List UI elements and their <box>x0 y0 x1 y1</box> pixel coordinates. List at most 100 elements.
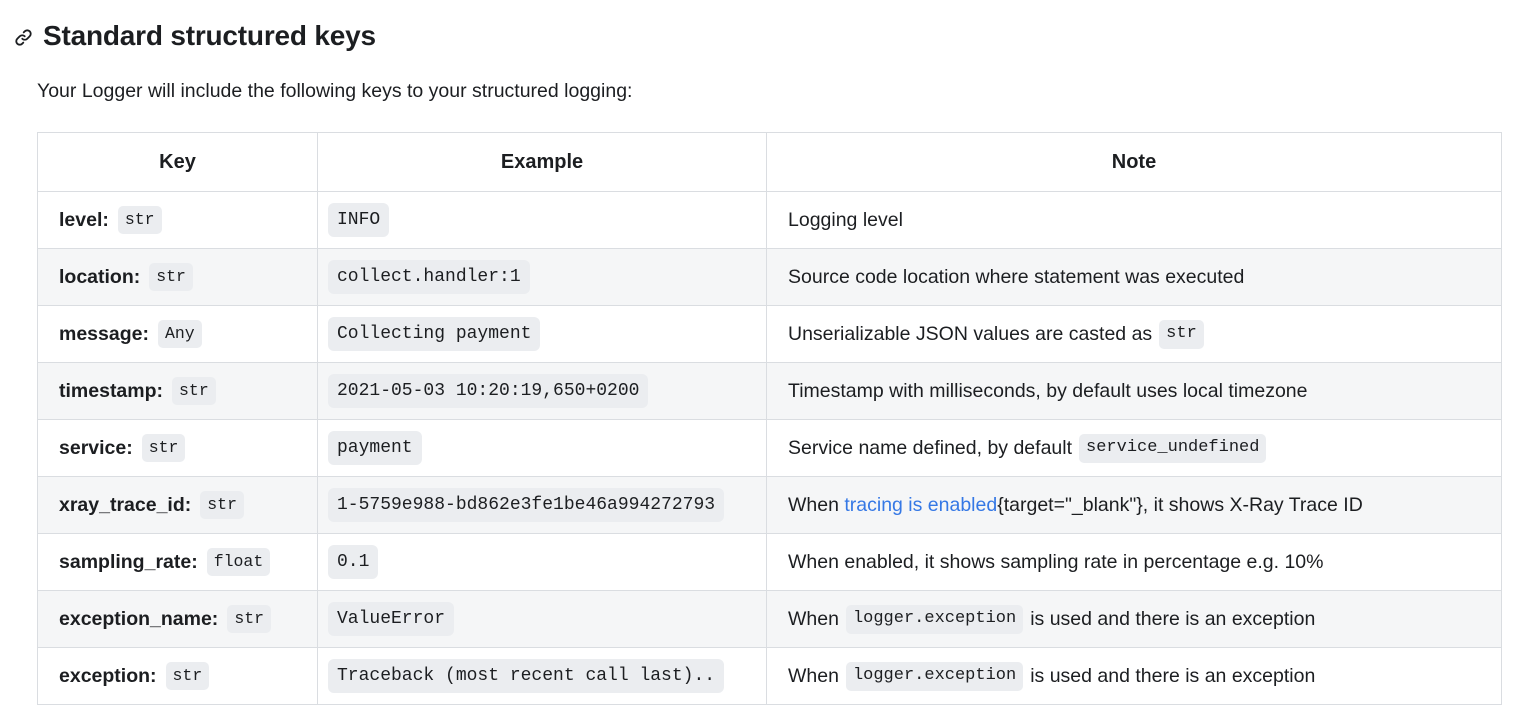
note-text: is used and there is an exception <box>1030 607 1316 630</box>
table-row: xray_trace_id: str 1-5759e988-bd862e3fe1be… <box>37 476 1502 535</box>
note-text: Service name defined, by default <box>788 436 1073 459</box>
key-type-chip: str <box>200 491 244 520</box>
cell-key: sampling_rate:float <box>37 533 318 592</box>
key-name: exception_name: <box>59 607 219 630</box>
example-code-chip: collect.handler:1 <box>328 260 530 295</box>
keys-table-container: Key Example Note level: str INFO Logging le… <box>0 106 1521 706</box>
key-name: level: <box>59 208 109 231</box>
table-row: message: Any Collecting payment Unserializa… <box>37 305 1502 364</box>
key-cell-content: xray_trace_id: str <box>38 477 317 533</box>
cell-note: Unserializable JSON values are casted as… <box>766 305 1502 364</box>
cell-example: 0.1 <box>317 533 767 592</box>
cell-example: 1-5759e988-bd862e3fe1be46a994272793 <box>317 476 767 535</box>
note-cell-content: Logging level <box>767 192 1501 248</box>
note-link[interactable]: tracing is enabled <box>844 493 998 516</box>
note-text: Source code location where statement was… <box>788 265 1245 288</box>
example-cell-content: 0.1 <box>318 534 766 590</box>
key-cell-content: timestamp: str <box>38 363 317 419</box>
note-cell-content: When enabled, it shows sampling rate in … <box>767 534 1501 590</box>
note-text: Logging level <box>788 208 903 231</box>
key-cell-content: exception:str <box>38 648 317 704</box>
key-cell-content: exception_name: str <box>38 591 317 647</box>
example-code-chip: ValueError <box>328 602 455 637</box>
cell-example: INFO <box>317 191 767 250</box>
key-type-chip: str <box>227 605 272 634</box>
intro-paragraph: Your Logger will include the following k… <box>37 80 633 102</box>
documentation-page: Standard structured keys Your Logger wil… <box>0 20 1521 706</box>
link-anchor-icon[interactable] <box>12 26 34 48</box>
key-name: message: <box>59 322 149 345</box>
key-name: sampling_rate: <box>59 550 198 573</box>
key-name: xray_trace_id: <box>59 493 192 516</box>
example-cell-content: 2021-05-03 10:20:19,650+0200 <box>318 363 766 419</box>
key-cell-content: location:str <box>38 249 317 305</box>
cell-example: Collecting payment <box>317 305 767 364</box>
table-row: exception:str Traceback (most recent call… <box>37 647 1502 706</box>
example-cell-content: 1-5759e988-bd862e3fe1be46a994272793 <box>318 477 766 533</box>
column-header-key: Key <box>37 132 318 193</box>
cell-example: collect.handler:1 <box>317 248 767 307</box>
key-name: service: <box>59 436 133 459</box>
note-cell-content: Service name defined, by default service_… <box>767 420 1501 476</box>
example-cell-content: INFO <box>318 192 766 248</box>
example-code-chip: Traceback (most recent call last).. <box>328 659 725 694</box>
cell-example: payment <box>317 419 767 478</box>
key-type-chip: str <box>117 206 162 235</box>
note-code-chip: service_undefined <box>1079 433 1267 463</box>
note-code-chip: logger.exception <box>845 604 1024 634</box>
note-code-chip: logger.exception <box>845 661 1024 691</box>
cell-note: Service name defined, by default service_… <box>766 419 1502 478</box>
note-cell-content: Timestamp with milliseconds, by default … <box>767 363 1501 419</box>
note-text: Timestamp with milliseconds, by default … <box>788 379 1308 402</box>
example-code-chip: Collecting payment <box>328 317 541 352</box>
cell-note: When tracing is enabled{target="_blank"}… <box>766 476 1502 535</box>
cell-note: Logging level <box>766 191 1502 250</box>
table-row: timestamp: str 2021-05-03 10:20:19,650+020… <box>37 362 1502 421</box>
standard-structured-keys-table: Key Example Note level: str INFO Logging le… <box>37 132 1502 706</box>
cell-key: exception_name: str <box>37 590 318 649</box>
table-row: level: str INFO Logging level <box>37 191 1502 250</box>
example-code-chip: INFO <box>328 203 390 238</box>
example-code-chip: 2021-05-03 10:20:19,650+0200 <box>328 374 649 409</box>
page-title-text: Standard structured keys <box>43 20 376 51</box>
cell-key: xray_trace_id: str <box>37 476 318 535</box>
cell-note: Timestamp with milliseconds, by default … <box>766 362 1502 421</box>
key-cell-content: message: Any <box>38 306 317 362</box>
key-type-chip: Any <box>157 320 202 349</box>
key-cell-content: service: str <box>38 420 317 476</box>
example-cell-content: ValueError <box>318 591 766 647</box>
key-type-chip: str <box>141 434 186 463</box>
key-cell-content: sampling_rate:float <box>38 534 317 590</box>
cell-example: 2021-05-03 10:20:19,650+0200 <box>317 362 767 421</box>
column-header-note: Note <box>766 132 1502 193</box>
table-header: Key Example Note <box>37 132 1502 193</box>
key-type-chip: str <box>172 377 216 406</box>
table-row: location:str collect.handler:1 Source code… <box>37 248 1502 307</box>
example-cell-content: Traceback (most recent call last).. <box>318 648 766 704</box>
cell-key: service: str <box>37 419 318 478</box>
example-cell-content: Collecting payment <box>318 306 766 362</box>
cell-key: level: str <box>37 191 318 250</box>
key-cell-content: level: str <box>38 192 317 248</box>
note-text: {target="_blank"}, it shows X-Ray Trace … <box>997 493 1363 516</box>
key-name: timestamp: <box>59 379 164 402</box>
cell-key: message: Any <box>37 305 318 364</box>
note-cell-content: When tracing is enabled{target="_blank"}… <box>767 477 1501 533</box>
note-cell-content: Unserializable JSON values are casted as… <box>767 306 1501 362</box>
cell-note: When enabled, it shows sampling rate in … <box>766 533 1502 592</box>
example-cell-content: payment <box>318 420 766 476</box>
note-text: Unserializable JSON values are casted as <box>788 322 1153 345</box>
cell-key: location:str <box>37 248 318 307</box>
table-header-row: Key Example Note <box>37 132 1502 193</box>
key-name: exception: <box>59 664 157 687</box>
cell-key: exception:str <box>37 647 318 706</box>
key-type-chip: str <box>149 263 193 292</box>
note-text: When enabled, it shows sampling rate in … <box>788 550 1324 573</box>
example-cell-content: collect.handler:1 <box>318 249 766 305</box>
